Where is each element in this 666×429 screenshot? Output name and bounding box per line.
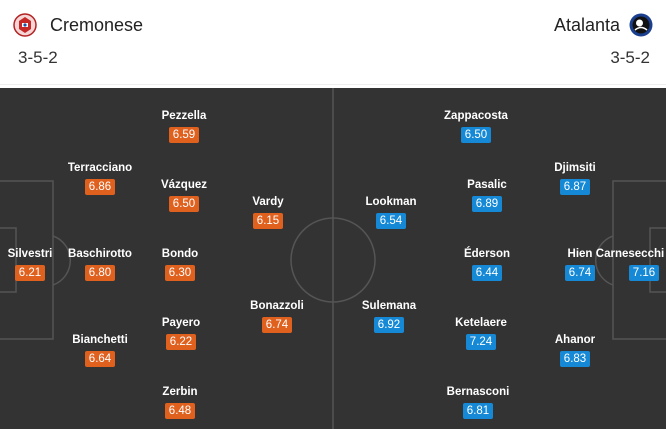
player-ketelaere[interactable]: Ketelaere 7.24 <box>439 316 523 352</box>
player-bondo[interactable]: Bondo 6.30 <box>138 247 222 283</box>
player-baschirotto[interactable]: Baschirotto 6.80 <box>58 247 142 283</box>
player-rating: 6.92 <box>373 317 405 333</box>
player-payero[interactable]: Payero 6.22 <box>139 316 223 352</box>
player-name: Zappacosta <box>444 110 508 122</box>
player-rating: 6.74 <box>564 265 596 281</box>
player-name: Vázquez <box>160 179 207 191</box>
player-terracciano[interactable]: Terracciano 6.86 <box>58 161 142 197</box>
player-rating: 6.44 <box>471 265 503 281</box>
player-bianchetti[interactable]: Bianchetti 6.64 <box>58 333 142 369</box>
player-name: Carnesecchi <box>595 248 665 260</box>
player-name: Éderson <box>463 248 510 260</box>
player-rating: 6.48 <box>164 403 196 419</box>
player-djimsiti[interactable]: Djimsiti 6.87 <box>533 161 617 197</box>
player-rating: 6.74 <box>261 317 293 333</box>
player-zappacosta[interactable]: Zappacosta 6.50 <box>434 109 518 145</box>
pitch-markings <box>0 88 666 429</box>
player-rating: 6.50 <box>168 196 200 212</box>
player-name: Zerbin <box>162 386 198 398</box>
player-name: Vardy <box>252 196 284 208</box>
player-ahanor[interactable]: Ahanor 6.83 <box>533 333 617 369</box>
player-pasalic[interactable]: Pasalic 6.89 <box>445 178 529 214</box>
player-name: Sulemana <box>361 300 417 312</box>
home-team-name[interactable]: Cremonese <box>50 15 144 35</box>
player-name: Bonazzoli <box>250 300 304 312</box>
player-rating: 7.16 <box>628 265 660 281</box>
player-bernasconi[interactable]: Bernasconi 6.81 <box>436 385 520 421</box>
player-sulemana[interactable]: Sulemana 6.92 <box>347 299 431 335</box>
cremonese-crest-icon <box>13 13 37 37</box>
player-rating: 6.59 <box>168 127 200 143</box>
player-rating: 6.50 <box>460 127 492 143</box>
player-rating: 6.30 <box>164 265 196 281</box>
player-rating: 6.54 <box>375 213 407 229</box>
player-name: Pasalic <box>467 179 507 191</box>
player-vazquez[interactable]: Vázquez 6.50 <box>142 178 226 214</box>
player-zerbin[interactable]: Zerbin 6.48 <box>138 385 222 421</box>
player-name: Pezzella <box>161 110 207 122</box>
away-team-name[interactable]: Atalanta <box>553 15 620 35</box>
player-pezzella[interactable]: Pezzella 6.59 <box>142 109 226 145</box>
player-name: Djimsiti <box>554 162 596 174</box>
player-rating: 7.24 <box>465 334 497 350</box>
player-carnesecchi[interactable]: Carnesecchi 7.16 <box>588 247 666 283</box>
player-hien[interactable]: Hien 6.74 <box>538 247 622 283</box>
player-rating: 6.86 <box>84 179 116 195</box>
player-rating: 6.21 <box>14 265 46 281</box>
player-lookman[interactable]: Lookman 6.54 <box>349 195 433 231</box>
away-formation: 3-5-2 <box>610 48 650 67</box>
player-name: Hien <box>567 248 593 260</box>
player-rating: 6.89 <box>471 196 503 212</box>
player-bonazzoli[interactable]: Bonazzoli 6.74 <box>235 299 319 335</box>
player-name: Silvestri <box>7 248 53 260</box>
player-rating: 6.87 <box>559 179 591 195</box>
match-header: Cremonese 3-5-2 Atalanta 3-5-2 <box>0 0 666 88</box>
player-ederson[interactable]: Éderson 6.44 <box>445 247 529 283</box>
home-formation: 3-5-2 <box>18 48 58 67</box>
player-name: Lookman <box>365 196 417 208</box>
player-rating: 6.64 <box>84 351 116 367</box>
player-name: Terracciano <box>67 162 133 174</box>
player-rating: 6.22 <box>165 334 197 350</box>
atalanta-crest-icon <box>629 13 653 37</box>
player-silvestri[interactable]: Silvestri 6.21 <box>0 247 72 283</box>
player-name: Ahanor <box>554 334 596 346</box>
pitch: Silvestri 6.21 Terracciano 6.86 Baschiro… <box>0 88 666 429</box>
player-name: Bondo <box>161 248 199 260</box>
header-divider <box>0 84 666 85</box>
player-vardy[interactable]: Vardy 6.15 <box>226 195 310 231</box>
player-rating: 6.80 <box>84 265 116 281</box>
player-rating: 6.83 <box>559 351 591 367</box>
player-name: Bernasconi <box>446 386 510 398</box>
player-name: Bianchetti <box>72 334 128 346</box>
player-name: Payero <box>161 317 201 329</box>
player-rating: 6.81 <box>462 403 494 419</box>
player-rating: 6.15 <box>252 213 284 229</box>
player-name: Baschirotto <box>68 248 132 260</box>
player-name: Ketelaere <box>455 317 507 329</box>
